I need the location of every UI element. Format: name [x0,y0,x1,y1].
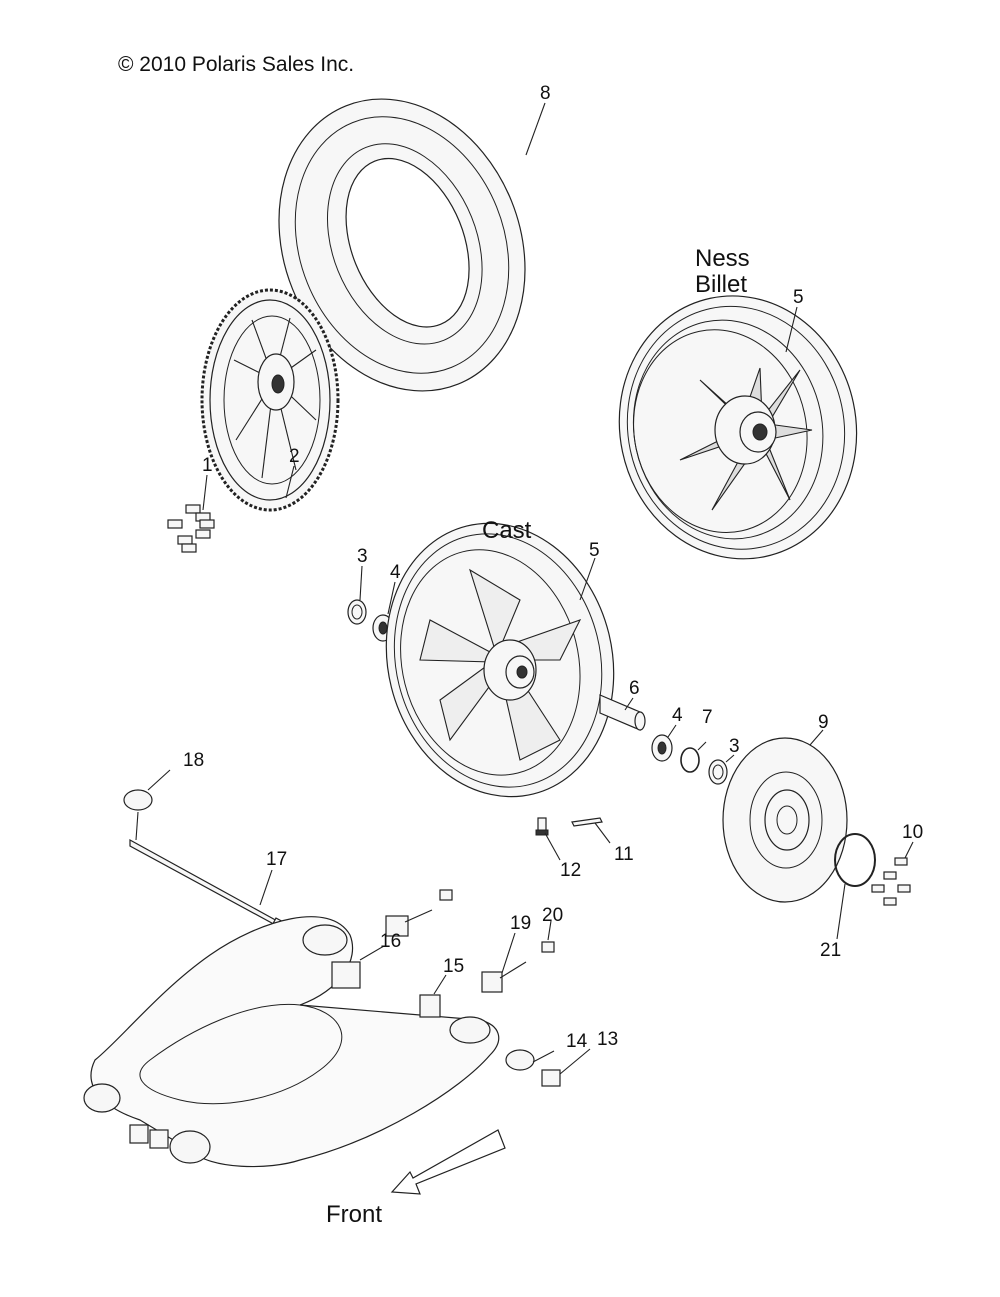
callout-6: 6 [629,678,640,699]
front-label: Front [326,1201,382,1228]
front-arrow [390,1129,506,1195]
ness-billet-wheel-part [618,295,858,560]
callout-20: 20 [542,905,563,926]
axle-plate-part [123,789,153,811]
callout-10: 10 [902,822,923,843]
callout-3-left: 3 [357,546,368,567]
seal-2-part [708,759,728,785]
callout-9: 9 [818,712,829,733]
copyright-text: © 2010 Polaris Sales Inc. [118,53,354,76]
callout-19: 19 [510,913,531,934]
seal-part [347,599,367,625]
callout-16: 16 [380,931,401,952]
spacer-15-part [419,994,441,1018]
callout-2: 2 [289,446,300,467]
balance-weight-part [571,817,603,827]
callout-4-left: 4 [390,562,401,583]
callout-13: 13 [597,1029,618,1050]
tire-part [278,98,526,392]
eccentric-part [385,909,433,937]
nut-13-part [541,1069,561,1087]
callout-15: 15 [443,956,464,977]
callout-12: 12 [560,860,581,881]
spacer-part [599,694,646,731]
disc-bolts-part [871,857,911,906]
nut-part [439,889,453,901]
callout-1: 1 [202,455,213,476]
callout-11: 11 [614,844,634,865]
callout-8: 8 [540,83,551,104]
callout-14: 14 [566,1031,588,1052]
cast-wheel-part [385,522,615,798]
circlip-part [680,747,700,773]
sprocket-bolts-part [167,504,215,553]
nut-20-part [541,941,555,953]
cast-label: Cast [482,517,532,544]
valve-stem-part [535,817,549,836]
ness-label-line1: Ness [695,245,750,272]
callouts: 8 5 2 1 3 4 5 6 4 7 3 9 10 11 12 21 18 1… [183,83,923,1052]
bushing-part [331,961,361,989]
callout-5-cast: 5 [589,540,600,561]
swingarm-part [83,916,500,1168]
callout-4-right: 4 [672,705,683,726]
bolt-19-part [481,961,527,993]
callout-18: 18 [183,750,204,771]
brake-disc-part [722,737,848,903]
sprocket-part [200,288,340,512]
leader-lines [135,102,914,1075]
callout-17: 17 [266,849,287,870]
adjuster-plate-part [505,1049,535,1071]
callout-5-billet: 5 [793,287,804,308]
callout-7: 7 [702,707,713,728]
callout-21: 21 [820,940,841,961]
bearing-2-part [651,734,673,762]
spacer-ring-part [834,833,876,887]
callout-3-right: 3 [729,736,740,757]
ness-label-line2: Billet [695,271,747,298]
